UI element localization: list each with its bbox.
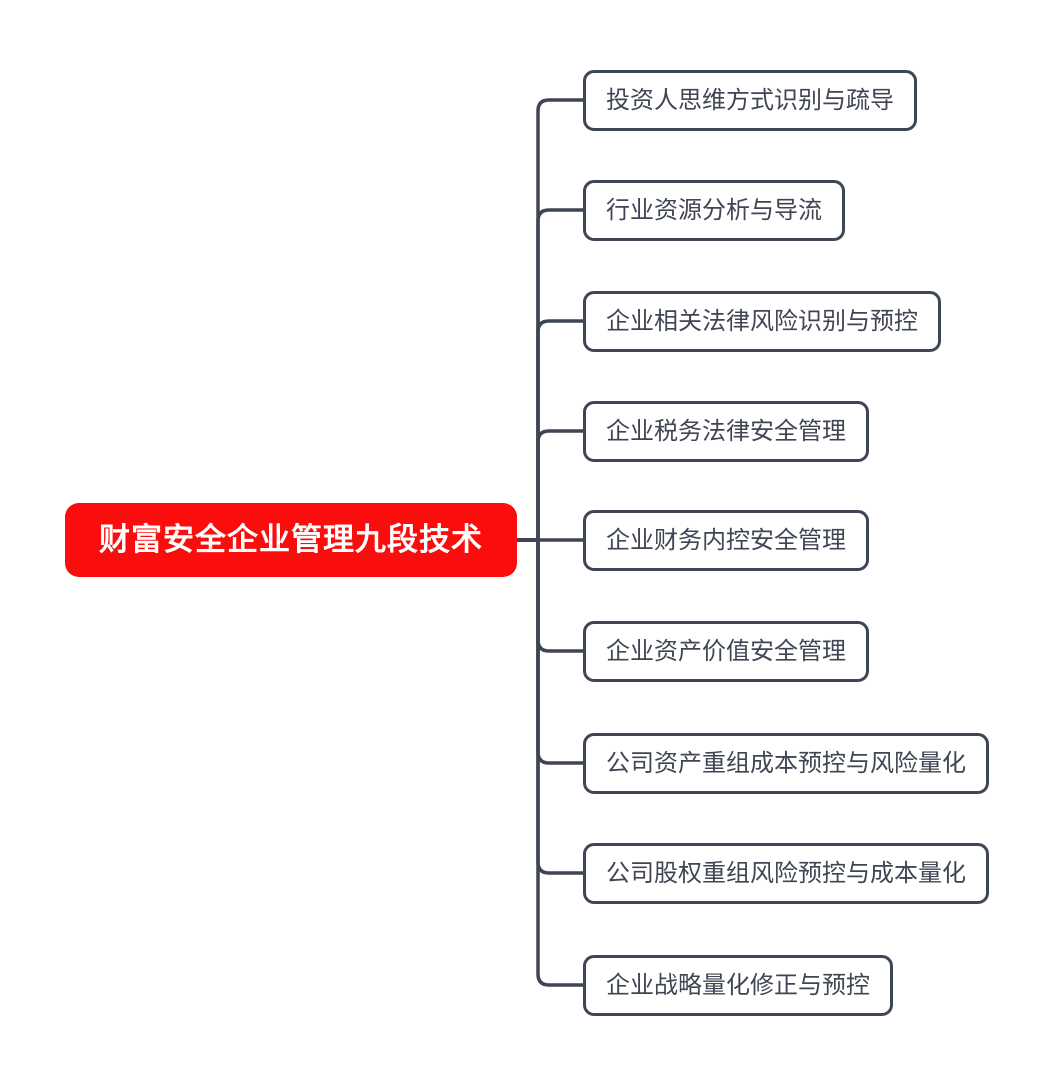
connector-line bbox=[515, 538, 585, 875]
branch-node[interactable]: 企业资产价值安全管理 bbox=[583, 620, 869, 682]
connector-line bbox=[515, 538, 585, 765]
connector-line bbox=[515, 538, 585, 653]
root-topic-node[interactable]: 财富安全企业管理九段技术 bbox=[65, 503, 517, 577]
branch-node[interactable]: 公司股权重组风险预控与成本量化 bbox=[583, 842, 989, 904]
branch-node[interactable]: 企业相关法律风险识别与预控 bbox=[583, 290, 941, 352]
connector-line bbox=[515, 208, 585, 542]
connector-line bbox=[515, 319, 585, 542]
branch-node[interactable]: 投资人思维方式识别与疏导 bbox=[583, 69, 917, 131]
branch-node[interactable]: 公司资产重组成本预控与风险量化 bbox=[583, 732, 989, 794]
connector-line bbox=[515, 429, 585, 542]
branch-node[interactable]: 企业财务内控安全管理 bbox=[583, 509, 869, 571]
branch-node[interactable]: 企业税务法律安全管理 bbox=[583, 400, 869, 462]
branch-node[interactable]: 企业战略量化修正与预控 bbox=[583, 954, 893, 1016]
branch-node[interactable]: 行业资源分析与导流 bbox=[583, 179, 845, 241]
connector-line bbox=[515, 538, 585, 987]
connector-line bbox=[515, 98, 585, 542]
